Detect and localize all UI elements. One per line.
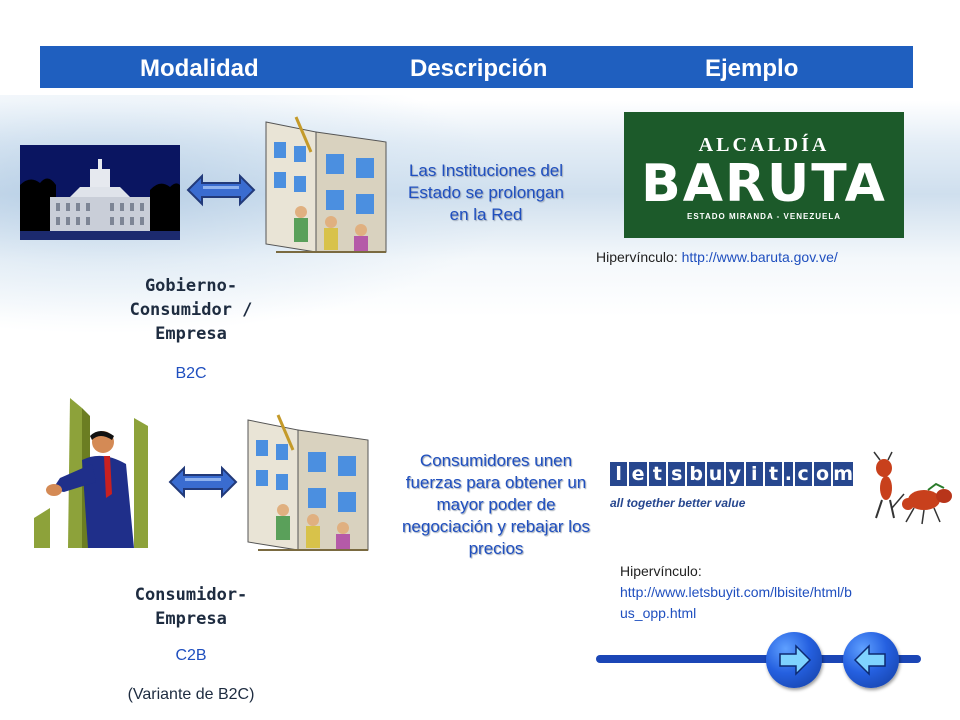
logo-line2: BARUTA [641,154,887,214]
header-descripcion: Descripción [410,55,548,82]
businessman-icon [34,398,148,548]
row2-label: Consumidor- Empresa [96,583,286,631]
label-line: Gobierno- [144,276,238,296]
row1-code: B2C [175,365,207,382]
row1-description: Las Instituciones del Estado se prolonga… [408,161,564,224]
letsbuyit-tagline: all together better value [610,496,746,510]
row1-label: Gobierno- Consumidor / Empresa [96,274,286,346]
link-line: us_opp.html [620,605,697,621]
logo-line1: ALCALDÍA [698,134,830,156]
logo-letter: y [726,462,744,486]
logo-letter: s [668,462,686,486]
row2-variant: (Variante de B2C) [127,686,255,703]
construction-building-icon [265,116,387,253]
alcaldia-baruta-logo: ALCALDÍA BARUTA ESTADO MIRANDA - VENEZUE… [624,112,904,238]
link-label: Hipervínculo: [596,249,678,265]
next-slide-button[interactable] [766,632,822,688]
double-arrow-icon [168,465,238,499]
row1-link: Hipervínculo: http://www.baruta.gov.ve/ [596,249,838,265]
row2-code: C2B [175,647,207,664]
double-arrow-icon [186,173,256,207]
logo-letter: c [794,462,812,486]
letsbuyit-logo: l e t s b u y i t . c o m all together b… [610,462,855,522]
logo-letter: i [745,462,763,486]
letsbuyit-hyperlink[interactable]: http://www.letsbuyit.com/lbisite/html/b … [620,582,932,624]
previous-slide-button[interactable] [843,632,899,688]
label-line: Empresa [155,609,227,629]
label-line: Empresa [155,324,227,344]
logo-letter: u [706,462,725,486]
logo-line3: ESTADO MIRANDA - VENEZUELA [687,212,841,221]
logo-letter: b [687,462,705,486]
logo-letter: m [833,462,854,486]
header-modalidad: Modalidad [140,55,259,82]
link-line: http://www.letsbuyit.com/lbisite/html/b [620,584,852,600]
logo-letter: . [784,462,793,486]
row2-description: Consumidores unen fuerzas para obtener u… [401,451,591,558]
logo-letter: t [764,462,783,486]
arrow-left-icon [853,644,886,676]
table-header: Modalidad Descripción Ejemplo [40,46,913,88]
row2-link: Hipervínculo: http://www.letsbuyit.com/l… [620,561,932,624]
logo-letter: l [610,462,628,486]
ant-mascot-icon [873,451,952,525]
navigation-bar [596,655,921,663]
logo-letter: t [648,462,667,486]
link-label: Hipervínculo: [620,563,702,579]
header-ejemplo: Ejemplo [705,55,799,82]
construction-building-icon [247,414,369,551]
label-line: Consumidor- [134,585,248,605]
government-building-image [20,145,180,240]
arrow-right-icon [779,644,812,676]
logo-letter: o [813,462,832,486]
baruta-hyperlink[interactable]: http://www.baruta.gov.ve/ [681,249,838,265]
letsbuyit-letters: l e t s b u y i t . c o m [610,462,855,486]
logo-letter: e [629,462,647,486]
label-line: Consumidor / [129,300,253,320]
